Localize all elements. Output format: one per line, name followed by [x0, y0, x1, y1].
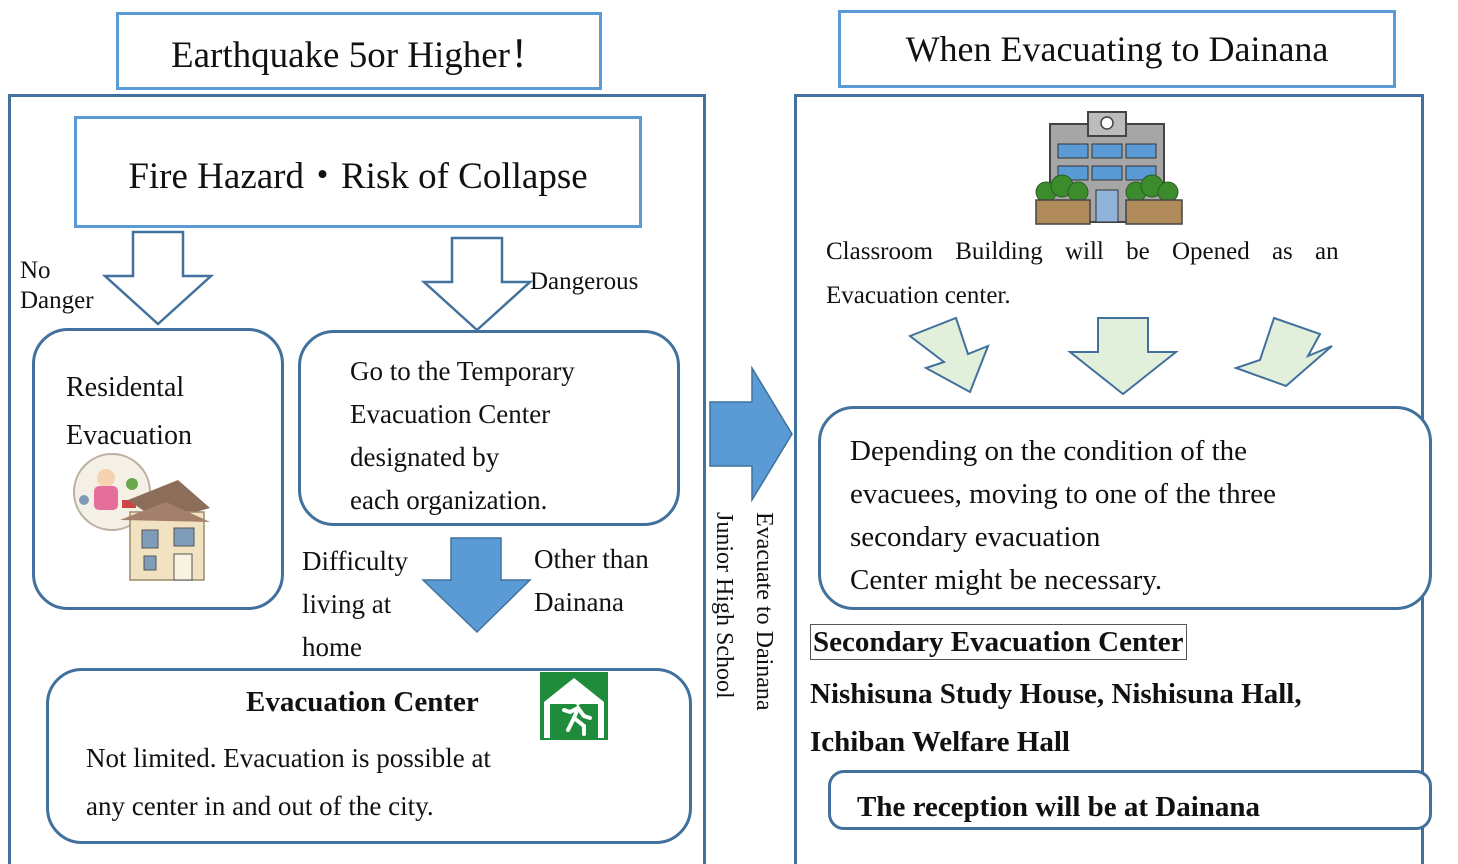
school-building-illustration	[1035, 111, 1183, 225]
earthquake-title-box: Earthquake 5or Higher！	[116, 12, 602, 90]
temporary-evacuation-box	[298, 330, 680, 526]
when-evacuating-title-box: When Evacuating to Dainana	[838, 10, 1396, 88]
green-arrow-right	[1232, 316, 1333, 388]
green-arrow-center	[1067, 317, 1179, 396]
earthquake-title: Earthquake 5or Higher！	[170, 35, 548, 76]
emergency-exit-icon	[540, 672, 608, 740]
hazard-title-box: Fire Hazard・Risk of Collapse	[74, 116, 642, 228]
evacuate-dainana-vertical-label: Evacuate to Dainana Junior High School	[711, 512, 777, 711]
down-arrow-blue	[421, 537, 532, 634]
dangerous-arrow	[420, 236, 534, 332]
condition-text: Depending on the condition of the evacue…	[850, 435, 1276, 596]
classroom-building-text: Classroom Building will be Opened as an …	[826, 230, 1412, 318]
evacuation-center-text: Not limited. Evacuation is possible at a…	[86, 743, 491, 821]
no-danger-arrow	[101, 230, 215, 326]
right-arrow-blue	[709, 365, 793, 503]
other-than-label: Other than Dainana	[534, 544, 649, 617]
green-arrow-left	[907, 316, 990, 394]
residental-evacuation-text: Residental Evacuation	[66, 372, 192, 451]
when-evacuating-title: When Evacuating to Dainana	[905, 29, 1329, 69]
reception-text: The reception will be at Dainana	[857, 791, 1261, 823]
reception-box: The reception will be at Dainana	[828, 770, 1432, 830]
condition-box	[818, 406, 1432, 610]
classroom-line-1: Classroom Building will be Opened as an	[826, 238, 1339, 265]
no-danger-label: No Danger	[20, 257, 94, 314]
evacuation-center-title: Evacuation Center	[246, 686, 479, 718]
temporary-evacuation-text: Go to the Temporary Evacuation Center de…	[350, 356, 575, 515]
hazard-title: Fire Hazard・Risk of Collapse	[128, 156, 588, 197]
secondary-places: Nishisuna Study House, Nishisuna Hall, I…	[810, 678, 1302, 758]
dangerous-label: Dangerous	[530, 268, 639, 295]
secondary-evacuation-label: Secondary Evacuation Center	[810, 624, 1187, 660]
house-illustration	[73, 453, 210, 581]
difficulty-label: Difficulty living at home	[302, 546, 408, 662]
